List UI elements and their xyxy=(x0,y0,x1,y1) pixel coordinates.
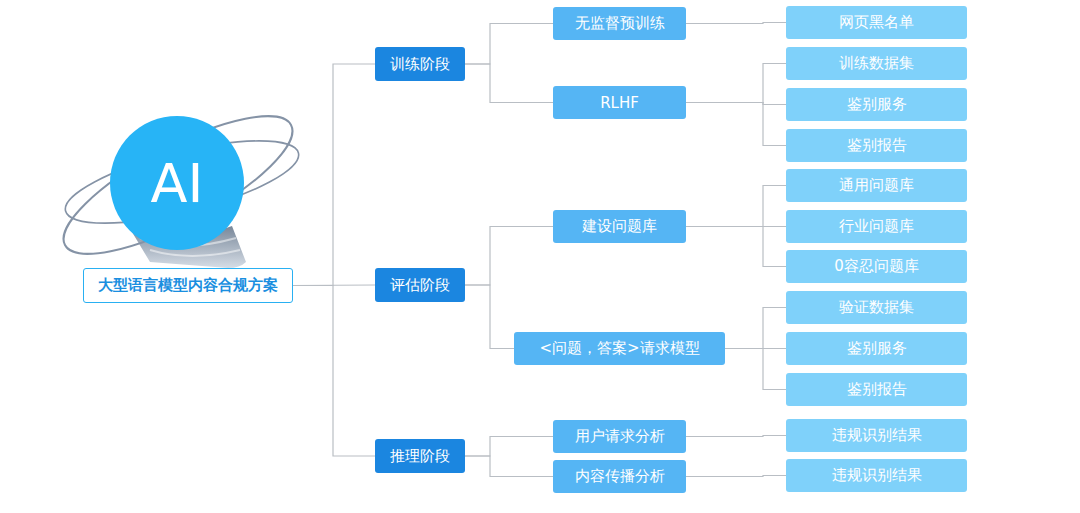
root-box: 大型语言模型内容合规方案 xyxy=(83,268,293,303)
connector xyxy=(686,64,786,103)
connector xyxy=(465,227,553,286)
node-label: AI xyxy=(151,152,204,215)
leaf-box: 行业问题库 xyxy=(786,210,967,243)
connector xyxy=(293,64,375,286)
ai-circle: AI xyxy=(110,116,244,250)
node-label: 验证数据集 xyxy=(839,298,914,317)
orbit xyxy=(47,91,309,278)
node-label: 行业问题库 xyxy=(839,217,914,236)
node-label: 建设问题库 xyxy=(582,217,657,236)
connector xyxy=(465,64,553,103)
connector xyxy=(725,349,786,390)
leaf-box: 违规识别结果 xyxy=(786,459,967,492)
node-label: 网页黑名单 xyxy=(839,13,914,32)
node-label: 鉴别报告 xyxy=(847,380,907,399)
node-label: 推理阶段 xyxy=(390,447,450,466)
node-label: 通用问题库 xyxy=(839,176,914,195)
node-label: 0容忍问题库 xyxy=(834,257,919,276)
leaf-box: 鉴别报告 xyxy=(786,373,967,406)
connector xyxy=(686,23,786,24)
node-label: <问题，答案>请求模型 xyxy=(539,339,699,358)
node-label: 无监督预训练 xyxy=(575,14,665,33)
connector xyxy=(293,286,375,457)
method-box: 建设问题库 xyxy=(553,210,686,243)
node-label: 用户请求分析 xyxy=(575,427,665,446)
stage-box: 评估阶段 xyxy=(375,268,465,302)
connector xyxy=(686,476,786,477)
connector xyxy=(465,456,553,477)
connector xyxy=(465,285,514,349)
connector xyxy=(686,186,786,227)
node-label: 训练阶段 xyxy=(390,55,450,74)
node-label: 鉴别服务 xyxy=(847,95,907,114)
leaf-box: 验证数据集 xyxy=(786,291,967,324)
node-label: 鉴别服务 xyxy=(847,339,907,358)
node-label: RLHF xyxy=(600,94,639,112)
leaf-box: 鉴别服务 xyxy=(786,88,967,121)
connector xyxy=(686,227,786,267)
node-label: 违规识别结果 xyxy=(832,466,922,485)
leaf-box: 鉴别报告 xyxy=(786,129,967,162)
stage-box: 训练阶段 xyxy=(375,47,465,81)
node-label: 内容传播分析 xyxy=(575,467,665,486)
method-box: <问题，答案>请求模型 xyxy=(514,332,725,365)
leaf-box: 违规识别结果 xyxy=(786,419,967,452)
method-box: 用户请求分析 xyxy=(553,420,686,453)
node-label: 鉴别报告 xyxy=(847,136,907,155)
connector xyxy=(725,308,786,349)
method-box: RLHF xyxy=(553,86,686,119)
connector xyxy=(686,103,786,146)
leaf-box: 0容忍问题库 xyxy=(786,250,967,283)
node-label: 违规识别结果 xyxy=(832,426,922,445)
leaf-box: 鉴别服务 xyxy=(786,332,967,365)
method-box: 无监督预训练 xyxy=(553,7,686,40)
method-box: 内容传播分析 xyxy=(553,460,686,493)
connector xyxy=(686,436,786,437)
node-label: 训练数据集 xyxy=(839,54,914,73)
cone-stripe xyxy=(150,250,240,256)
connector xyxy=(465,437,553,457)
leaf-box: 通用问题库 xyxy=(786,169,967,202)
stage-box: 推理阶段 xyxy=(375,439,465,473)
node-label: 大型语言模型内容合规方案 xyxy=(98,276,278,295)
leaf-box: 网页黑名单 xyxy=(786,6,967,39)
node-label: 评估阶段 xyxy=(390,276,450,295)
leaf-box: 训练数据集 xyxy=(786,47,967,80)
connector xyxy=(465,24,553,65)
